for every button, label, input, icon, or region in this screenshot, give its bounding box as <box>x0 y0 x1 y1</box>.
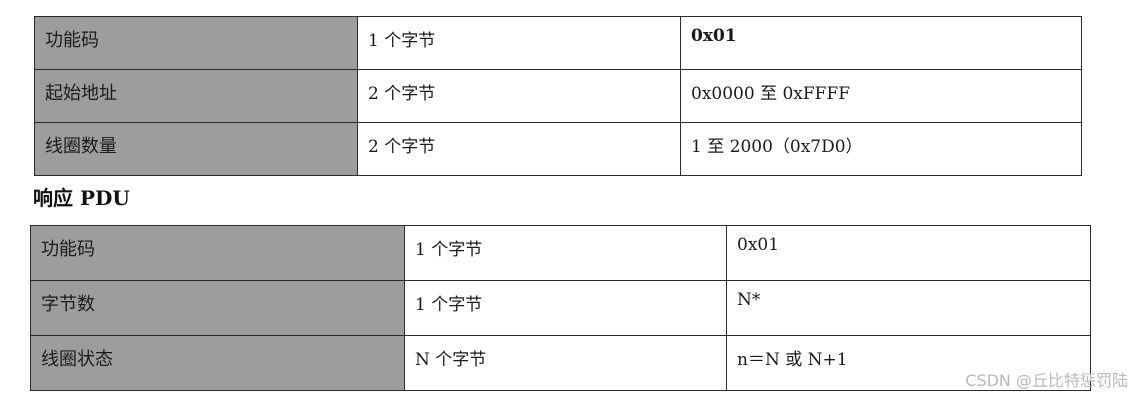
field-value-cell: 0x0000 至 0xFFFF <box>680 69 1082 123</box>
field-value-cell: 0x01 <box>680 16 1082 70</box>
field-name-cell: 字节数 <box>30 280 405 336</box>
field-name-cell: 线圈数量 <box>34 122 358 176</box>
request-pdu-table: 功能码 1 个字节 0x01 起始地址 2 个字节 0x0000 至 0xFFF… <box>34 16 1082 176</box>
field-length-cell: N 个字节 <box>404 335 727 391</box>
field-name-cell: 线圈状态 <box>30 335 405 391</box>
table-row: 起始地址 2 个字节 0x0000 至 0xFFFF <box>34 69 1082 123</box>
table-row: 线圈数量 2 个字节 1 至 2000（0x7D0） <box>34 122 1082 176</box>
table-row: 线圈状态 N 个字节 n＝N 或 N+1 <box>30 335 1091 391</box>
table-row: 功能码 1 个字节 0x01 <box>34 16 1082 70</box>
field-value-cell: 1 至 2000（0x7D0） <box>680 122 1082 176</box>
response-pdu-table: 功能码 1 个字节 0x01 字节数 1 个字节 N* 线圈状态 N 个字节 n… <box>30 225 1091 391</box>
field-length-cell: 1 个字节 <box>404 280 727 336</box>
field-length-cell: 1 个字节 <box>404 225 727 281</box>
field-length-cell: 2 个字节 <box>357 122 681 176</box>
cropped-heading-fragment: · · <box>36 0 52 7</box>
response-pdu-heading: 响应 PDU <box>33 186 130 210</box>
field-length-cell: 2 个字节 <box>357 69 681 123</box>
field-value-cell: 0x01 <box>726 225 1091 281</box>
field-name-cell: 功能码 <box>34 16 358 70</box>
field-name-cell: 功能码 <box>30 225 405 281</box>
field-name-cell: 起始地址 <box>34 69 358 123</box>
field-length-cell: 1 个字节 <box>357 16 681 70</box>
field-value-cell: n＝N 或 N+1 <box>726 335 1091 391</box>
table-row: 功能码 1 个字节 0x01 <box>30 225 1091 281</box>
csdn-watermark: CSDN @丘比特惩罚陆 <box>965 371 1128 390</box>
field-value-cell: N* <box>726 280 1091 336</box>
table-row: 字节数 1 个字节 N* <box>30 280 1091 336</box>
